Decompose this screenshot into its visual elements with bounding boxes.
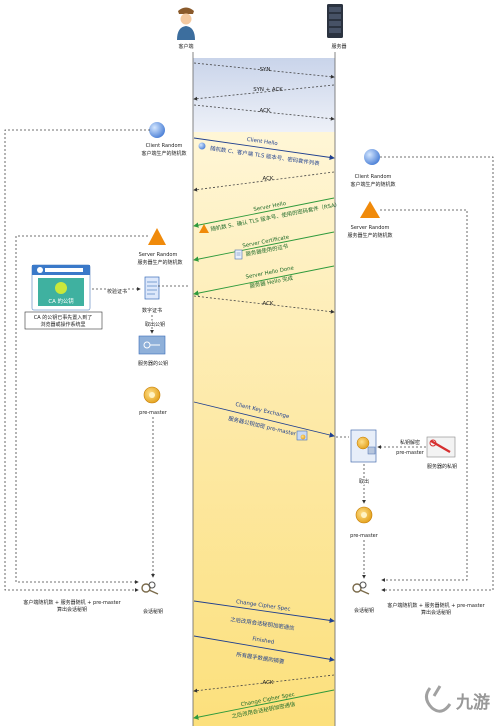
syn-ack-label: SYN + ACK <box>253 87 283 93</box>
finished-client-arrow <box>193 635 335 662</box>
client-hello-arrow <box>193 137 335 161</box>
left-session-key-icon <box>141 581 159 595</box>
right-server-random-desc: 服务器生产的随机数 <box>347 232 392 239</box>
ack-label: ACK <box>260 108 271 114</box>
server-random-triangle-icon <box>199 224 209 233</box>
server-hello-arrow <box>193 197 335 228</box>
server-public-key-icon <box>138 335 166 355</box>
tcp-band <box>193 58 335 132</box>
right-client-random-ball-icon <box>364 149 380 165</box>
right-client-random-title: Client Random <box>355 174 392 180</box>
right-client-random-flow <box>380 156 494 592</box>
ack2-label: ACK <box>263 301 274 307</box>
server-hello-done-arrow <box>193 265 335 296</box>
left-server-random-flow <box>15 235 148 584</box>
server-label: 服务器 <box>331 43 346 50</box>
right-pre-master-gear-icon <box>355 506 373 524</box>
right-formula-line1: 客户端随机数 + 服务器随机 + pre-master <box>387 602 485 609</box>
ca-badge-label: CA 的公钥 <box>48 297 73 305</box>
syn-arrow <box>193 62 335 79</box>
ca-public-key-card <box>31 264 91 311</box>
tls-band <box>193 132 335 726</box>
ack1-label: ACK <box>263 176 274 182</box>
verify-cert-label: 校验证书 <box>107 288 127 295</box>
client-label: 客户端 <box>178 43 193 50</box>
left-client-random-ball-icon <box>149 122 165 138</box>
change-cipher-server-arrow <box>193 689 335 720</box>
right-client-random-desc: 客户端生产的随机数 <box>350 181 395 188</box>
server-cert-arrow <box>193 231 335 262</box>
server-private-key-label: 服务器的私钥 <box>427 463 457 470</box>
left-formula-line1: 客户端随机数 + 服务器随机 + pre-master <box>23 599 121 606</box>
left-server-random-title: Server Random <box>139 252 178 258</box>
client-key-exchange-arrow <box>193 401 335 438</box>
client-avatar-icon <box>177 7 195 40</box>
ca-note-line1: CA 的公钥已事先置入到了 <box>34 314 93 321</box>
watermark-text: 九游 <box>455 692 490 713</box>
encrypted-premaster-icon <box>296 430 308 441</box>
left-client-random-desc: 客户端生产的随机数 <box>141 150 186 157</box>
syn-label: SYN <box>260 67 271 73</box>
right-formula-line2: 算出会话秘钥 <box>421 609 451 616</box>
syn-ack-arrow <box>193 84 335 101</box>
right-session-key-label: 会话秘钥 <box>354 607 374 614</box>
left-pre-master-label: pre-master <box>139 410 168 416</box>
ack2-arrow <box>193 295 335 314</box>
right-server-random-title: Server Random <box>351 225 390 231</box>
right-session-key-icon <box>352 581 370 595</box>
left-server-random-desc: 服务器生产的随机数 <box>137 259 182 266</box>
private-decrypt-label: 私钥解密 <box>400 439 420 446</box>
left-client-random-flow <box>4 129 150 592</box>
ack-arrow <box>193 104 335 121</box>
client-hello-label: Client Hello <box>246 137 278 147</box>
left-pre-master-gear-icon <box>143 386 161 404</box>
server-rack-icon <box>327 4 343 38</box>
digital-cert-icon <box>144 276 160 300</box>
right-server-random-triangle-icon <box>360 201 380 218</box>
ack3-label: ACK <box>263 680 274 686</box>
left-client-random-title: Client Random <box>146 143 183 149</box>
right-pre-master-small-label: pre-master <box>396 450 425 456</box>
ack3-arrow <box>193 674 335 693</box>
left-session-key-label: 会话秘钥 <box>143 608 163 615</box>
finished-client-label: Finished <box>252 636 275 645</box>
server-private-key-icon <box>426 436 456 458</box>
watermark-logo <box>425 685 452 713</box>
ca-note-line2: 浏览器或操作系统里 <box>40 321 85 328</box>
digital-cert-label: 数字证书 <box>142 307 162 314</box>
right-pre-master-label: pre-master <box>350 533 379 539</box>
left-formula-line2: 算出会话秘钥 <box>57 606 87 613</box>
encrypted-premaster-box-icon <box>350 429 377 463</box>
change-cipher-client-arrow <box>193 600 335 624</box>
right-server-random-flow <box>380 209 468 582</box>
ack1-arrow <box>193 171 335 192</box>
extract-label: 取出 <box>359 478 369 485</box>
ca-note-box <box>24 311 103 330</box>
extract-pubkey-label: 取出公钥 <box>145 321 165 328</box>
server-pubkey-label: 服务器的公钥 <box>138 360 168 367</box>
left-server-random-triangle-icon <box>148 228 166 245</box>
certificate-doc-icon <box>234 249 243 260</box>
client-random-ball-icon <box>198 142 206 150</box>
